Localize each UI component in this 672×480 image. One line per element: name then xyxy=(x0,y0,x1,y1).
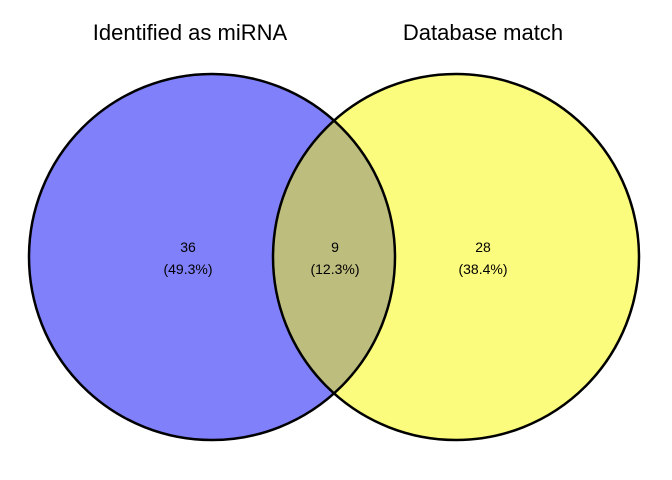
intersection-percent-label: (12.3%) xyxy=(310,261,359,277)
right-set-title: Database match xyxy=(403,20,563,45)
intersection-region xyxy=(273,120,395,394)
left-count-label: 36 xyxy=(180,239,196,255)
intersection-count-label: 9 xyxy=(331,239,339,255)
left-set-title: Identified as miRNA xyxy=(93,20,288,45)
right-percent-label: (38.4%) xyxy=(458,261,507,277)
right-count-label: 28 xyxy=(475,239,491,255)
right-circle-outline xyxy=(271,72,641,442)
left-circle-outline xyxy=(27,72,397,442)
left-percent-label: (49.3%) xyxy=(163,261,212,277)
